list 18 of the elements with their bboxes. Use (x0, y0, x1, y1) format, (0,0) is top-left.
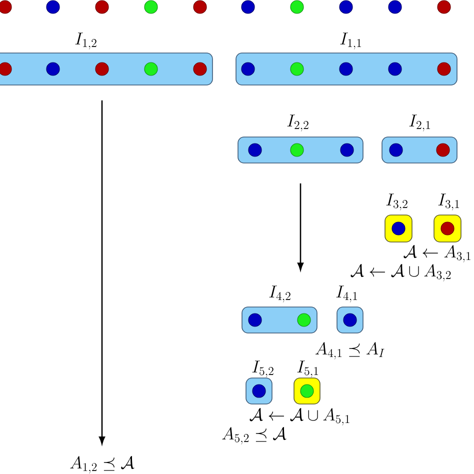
box-label: $I_{5,2}$ (252, 360, 274, 378)
formula: $\mathcal{A} \leftarrow \mathcal{A} \cup A_{5,1}$ (250, 408, 350, 426)
arrow (98, 100, 106, 444)
box-label: $I_{3,2}$ (386, 194, 408, 210)
box-label: $I_{4,2}$ (269, 286, 290, 302)
formula: $\mathcal{A} \leftarrow \mathcal{A} \cup A_{3,2}$ (350, 264, 451, 282)
arrow (297, 183, 304, 270)
formula: $\mathcal{A} \leftarrow A_{3,1}$ (404, 245, 470, 262)
box-label: $I_{3,1}$ (438, 194, 459, 210)
formula: $A_{4,1} \preceq A_I$ (315, 342, 384, 360)
formula: $A_{1,2} \preceq \mathcal{A}$ (70, 456, 134, 474)
box-label: $I_{2,1}$ (409, 114, 430, 132)
formula: $A_{5,2} \preceq \mathcal{A}$ (222, 427, 286, 444)
box-label: $I_{4,1}$ (336, 286, 357, 302)
box-label: $I_{2,2}$ (287, 114, 308, 132)
box-label: $I_{5,1}$ (297, 360, 318, 378)
box-label: $I_{1,2}$ (75, 32, 96, 50)
box-label: $I_{1,1}$ (340, 32, 361, 50)
